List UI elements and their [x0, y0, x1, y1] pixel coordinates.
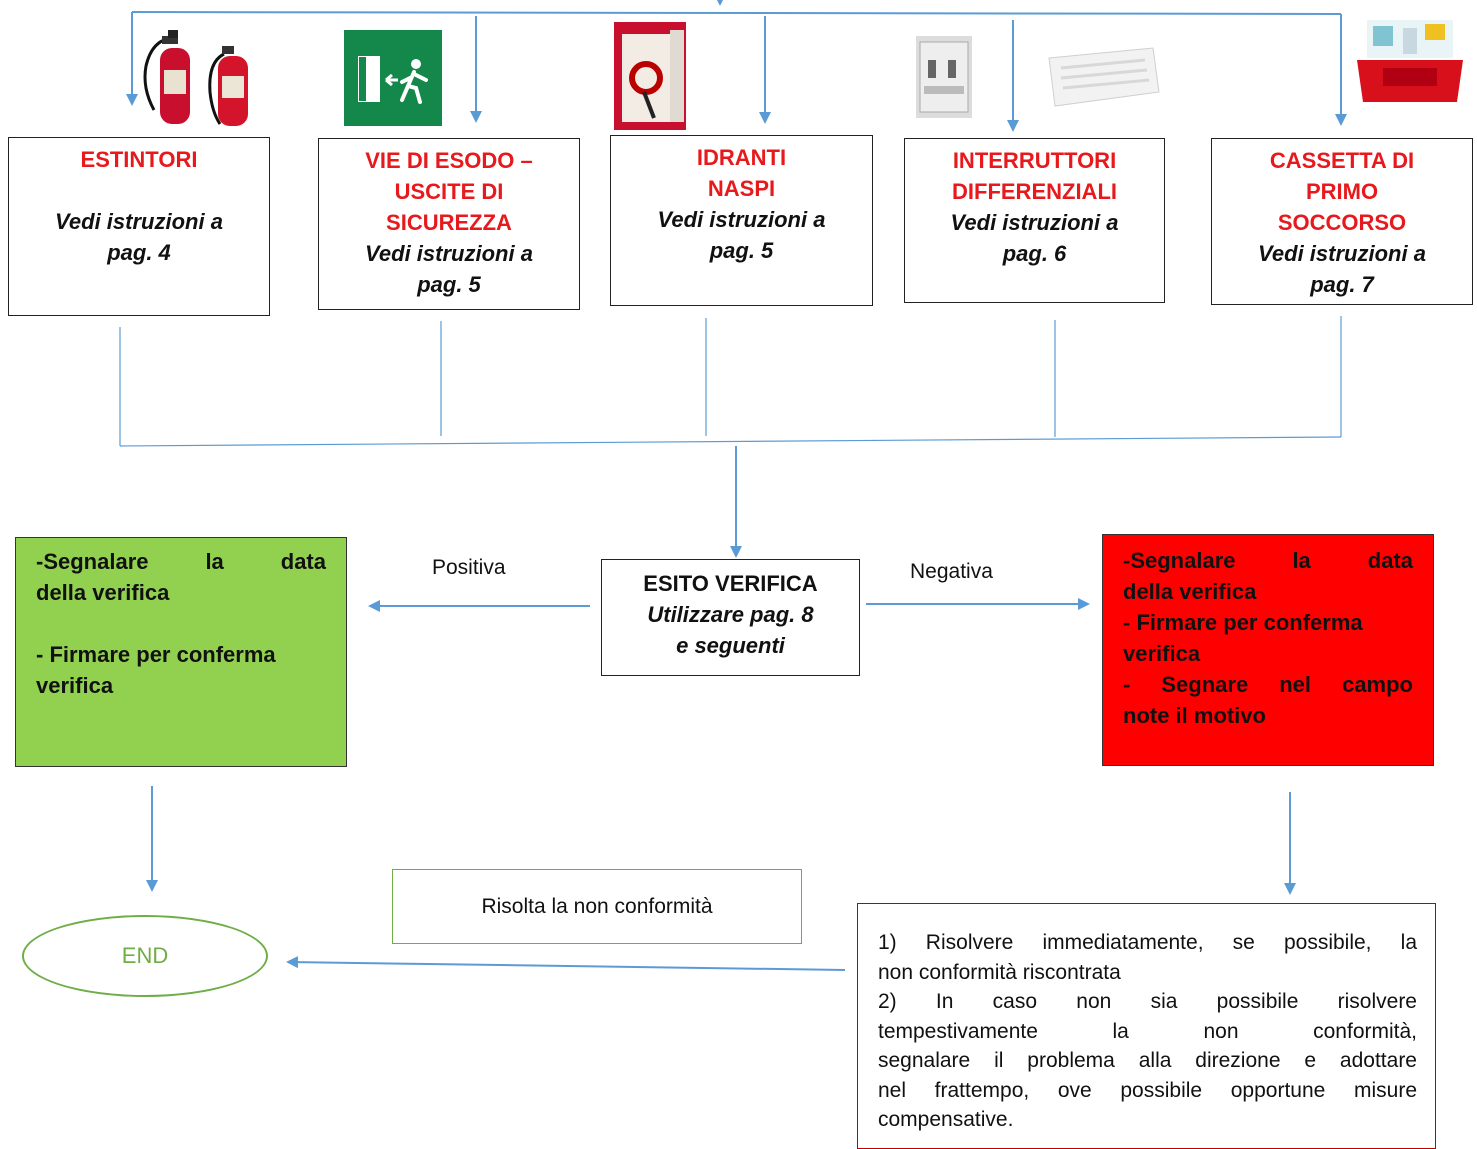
box-instructions: Vedi istruzioni a: [55, 209, 223, 234]
negative-line: - Segnare nel campo: [1123, 672, 1413, 697]
actions-line: nel frattempo, ove possibile opportune m…: [878, 1078, 1417, 1102]
negative-outcome-box: -Segnalare la data della verifica - Firm…: [1102, 534, 1434, 766]
box-instructions-page: pag. 4: [107, 240, 171, 265]
box-title: DIFFERENZIALI: [952, 179, 1117, 204]
actions-line: compensative.: [878, 1108, 1014, 1131]
box-vie-di-esodo: VIE DI ESODO – USCITE DI SICUREZZA Vedi …: [318, 138, 580, 310]
box-title: ESTINTORI: [80, 147, 198, 172]
esito-verifica-box: ESITO VERIFICA Utilizzare pag. 8 e segue…: [601, 559, 860, 676]
box-instructions: Vedi istruzioni a: [1258, 241, 1426, 266]
esito-line: Utilizzare pag. 8: [647, 602, 814, 627]
positive-outcome-box: -Segnalare la data della verifica - Firm…: [15, 537, 347, 767]
resolved-nonconformity-box: Risolta la non conformità: [392, 869, 802, 944]
box-title: INTERRUTTORI: [952, 148, 1117, 173]
esito-title: ESITO VERIFICA: [643, 571, 818, 596]
box-instructions: Vedi istruzioni a: [365, 241, 533, 266]
first-aid-kit-icon: [1357, 20, 1463, 102]
positive-label: Positiva: [432, 556, 506, 579]
box-cassetta-primo-soccorso: CASSETTA DI PRIMO SOCCORSO Vedi istruzio…: [1211, 138, 1473, 305]
fire-hose-cabinet-icon: [614, 22, 686, 130]
negative-line: verifica: [1123, 641, 1201, 666]
box-title: SICUREZZA: [386, 210, 512, 235]
box-title: IDRANTI: [696, 145, 787, 170]
actions-line: tempestivamente la non conformità,: [878, 1019, 1417, 1043]
top-distribution-line: [131, 11, 1342, 15]
circuit-breaker-icon: [916, 36, 972, 118]
negative-line: - Firmare per conferma: [1123, 610, 1363, 635]
corrective-actions-box: 1) Risolvere immediatamente, se possibil…: [857, 903, 1436, 1149]
box-instructions: Vedi istruzioni a: [950, 210, 1119, 235]
fire-extinguisher-icon: [143, 30, 248, 126]
emergency-light-icon: [1048, 47, 1160, 107]
actions-line: 1) Risolvere immediatamente, se possibil…: [878, 931, 1417, 954]
box-title: NASPI: [707, 176, 776, 201]
negative-label: Negativa: [910, 560, 993, 583]
box-title: USCITE DI: [394, 179, 504, 204]
positive-line: verifica: [36, 673, 114, 698]
actions-line: non conformità riscontrata: [878, 960, 1121, 984]
box-title: VIE DI ESODO –: [365, 148, 533, 173]
end-terminator: END: [22, 915, 268, 997]
box-title: CASSETTA DI: [1269, 148, 1415, 173]
negative-line: -Segnalare la data: [1123, 548, 1413, 573]
resolved-label: Risolta la non conformità: [481, 894, 713, 918]
positive-line: - Firmare per conferma: [36, 642, 276, 667]
box-title: SOCCORSO: [1277, 210, 1407, 235]
box-instructions-page: pag. 5: [709, 238, 774, 263]
box-title: PRIMO: [1305, 179, 1379, 204]
negative-line: della verifica: [1123, 579, 1257, 604]
box-instructions-page: pag. 6: [1002, 241, 1067, 266]
emergency-exit-sign-icon: [344, 30, 442, 126]
box-instructions: Vedi istruzioni a: [657, 207, 826, 232]
collector-line: [119, 436, 1342, 447]
box-estintori: ESTINTORI Vedi istruzioni a pag. 4: [8, 137, 270, 316]
box-interruttori: INTERRUTTORI DIFFERENZIALI Vedi istruzio…: [904, 138, 1165, 303]
actions-line: 2) In caso non sia possibile risolvere: [878, 990, 1417, 1013]
box-idranti: IDRANTI NASPI Vedi istruzioni a pag. 5: [610, 135, 873, 306]
arrow-actions-to-end: [286, 956, 846, 971]
esito-line: e seguenti: [676, 633, 785, 658]
negative-line: note il motivo: [1123, 703, 1266, 728]
actions-line: segnalare il problema alla direzione e a…: [878, 1049, 1417, 1072]
positive-line: -Segnalare la data: [36, 549, 326, 574]
box-instructions-page: pag. 5: [417, 272, 481, 297]
end-label: END: [121, 943, 169, 968]
positive-line: della verifica: [36, 580, 170, 605]
box-instructions-page: pag. 7: [1310, 272, 1374, 297]
